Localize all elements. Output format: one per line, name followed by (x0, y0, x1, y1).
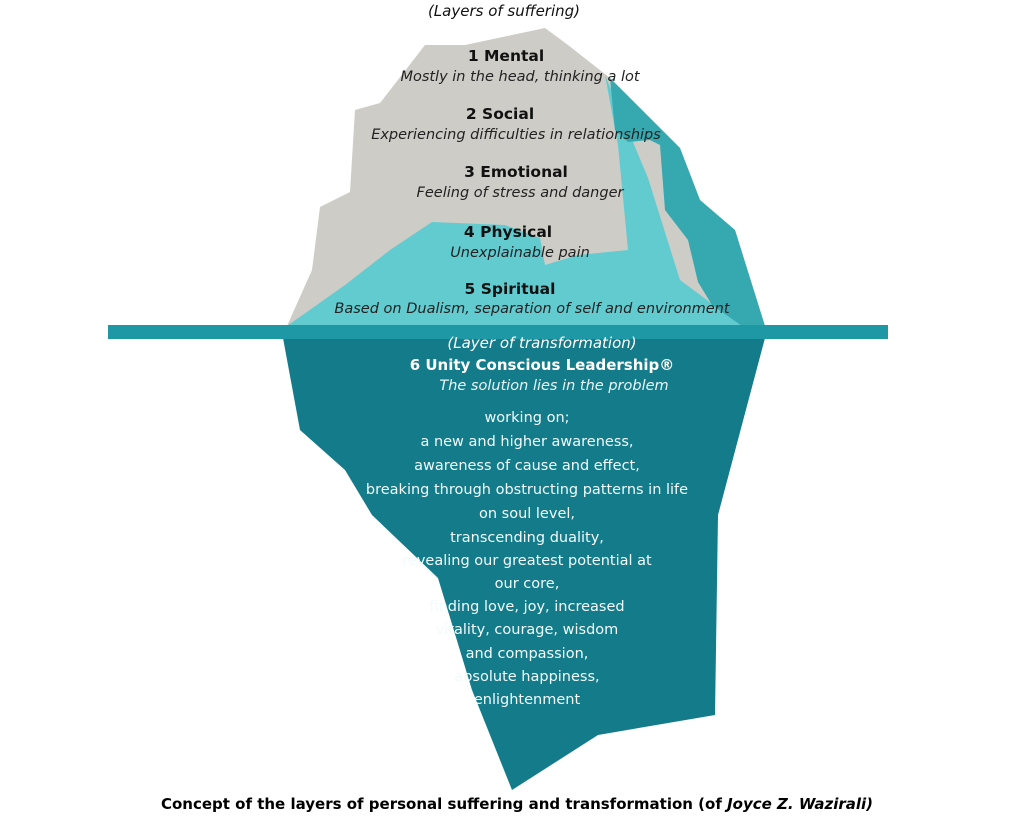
caption-text: Concept of the layers of personal suffer… (160, 795, 728, 813)
layer-3-name: 3 Emotional (464, 163, 568, 181)
layer-3-desc: Feeling of stress and danger (416, 185, 624, 201)
layer-1-name: 1 Mental (467, 47, 545, 65)
working-line: and compassion, (465, 646, 589, 662)
waterline-bar (108, 325, 888, 339)
iceberg-facet-mid (610, 78, 765, 326)
working-line: vitality, courage, wisdom (435, 622, 619, 638)
working-line: revealing our greatest potential at (402, 553, 652, 569)
solution-subtitle: The solution lies in the problem (439, 378, 669, 394)
layer-1-desc: Mostly in the head, thinking a lot (400, 69, 640, 85)
caption-author: Joyce Z. Wazirali) (727, 795, 874, 813)
working-line: breaking through obstructing patterns in… (365, 482, 689, 498)
suffering-heading: (Layers of suffering) (427, 2, 581, 20)
layer-2-name: 2 Social (465, 105, 535, 123)
working-line: awareness of cause and effect, (414, 458, 640, 474)
working-line: on soul level, (478, 506, 575, 522)
layer-4-name: 4 Physical (463, 223, 553, 241)
iceberg-submerged (283, 338, 765, 790)
solution-title: 6 Unity Conscious Leadership® (409, 356, 675, 374)
layer-4-desc: Unexplainable pain (450, 245, 590, 261)
working-line: working on; (484, 410, 570, 426)
working-line: our core, (494, 576, 560, 592)
working-line: a new and higher awareness, (420, 434, 634, 450)
layer-5-desc: Based on Dualism, separation of self and… (334, 301, 730, 317)
transformation-heading: (Layer of transformation) (447, 334, 637, 352)
layer-2-desc: Experiencing difficulties in relationshi… (371, 127, 661, 143)
working-line: absolute happiness, (454, 669, 600, 685)
working-line: transcending duality, (450, 530, 604, 546)
figure-caption: Concept of the layers of personal suffer… (5, 795, 1024, 813)
layer-5-name: 5 Spiritual (464, 280, 556, 298)
working-line: enlightenment (473, 692, 581, 708)
working-line: finding love, joy, increased (429, 599, 625, 615)
